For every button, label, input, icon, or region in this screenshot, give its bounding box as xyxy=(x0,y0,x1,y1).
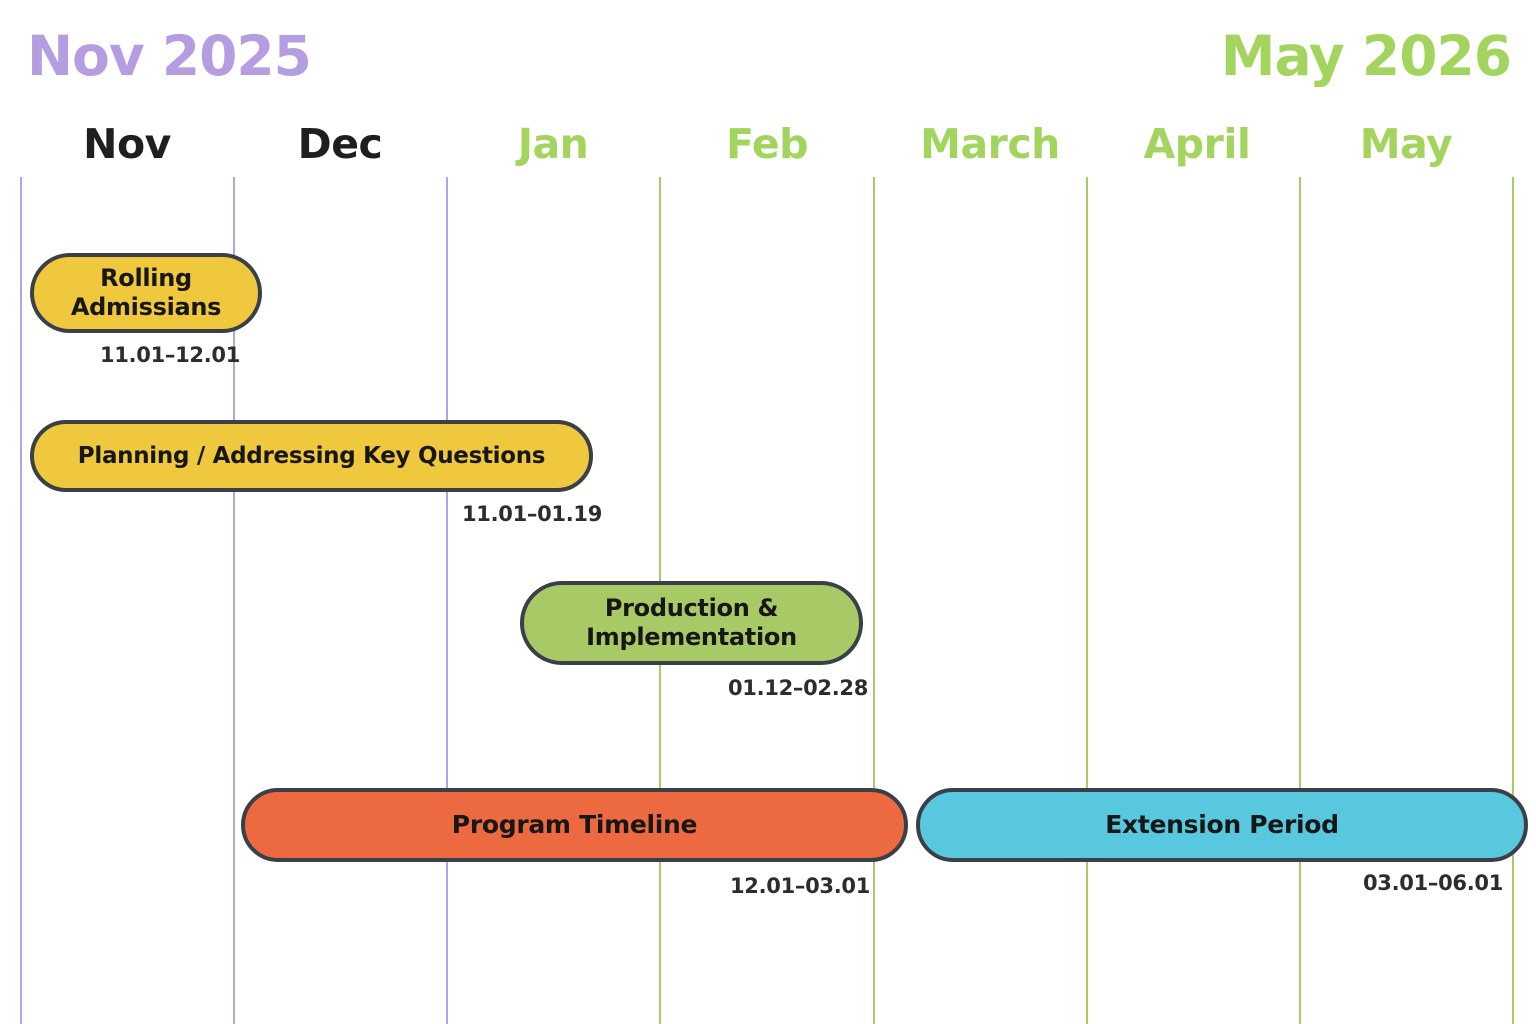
month-label-march: March xyxy=(920,120,1060,168)
task-bar-production-implementation: Production & Implementation xyxy=(520,581,863,665)
task-bar-planning: Planning / Addressing Key Questions xyxy=(30,420,593,492)
gridline-jan xyxy=(446,177,448,1024)
task-bar-rolling-admissions: Rolling Admissians xyxy=(30,253,262,333)
task-dates-extension-period: 03.01–06.01 xyxy=(1362,871,1504,895)
month-label-jan: Jan xyxy=(517,120,589,168)
task-dates-planning: 11.01–01.19 xyxy=(461,502,603,526)
gridline-dec xyxy=(233,177,235,1024)
gridline-end xyxy=(1512,177,1514,1024)
gridline-april xyxy=(1086,177,1088,1024)
task-bar-label: Rolling Admissians xyxy=(70,263,222,321)
month-label-feb: Feb xyxy=(725,120,809,168)
end-month-title: May 2026 xyxy=(1220,24,1512,88)
task-dates-production-implementation: 01.12–02.28 xyxy=(727,676,869,700)
task-bar-label: Program Timeline xyxy=(451,809,698,839)
gridline-may xyxy=(1299,177,1301,1024)
gridline-march xyxy=(873,177,875,1024)
month-label-april: April xyxy=(1143,120,1251,168)
start-month-title: Nov 2025 xyxy=(27,24,312,88)
task-dates-program-timeline: 12.01–03.01 xyxy=(729,874,871,898)
month-label-dec: Dec xyxy=(297,120,383,168)
task-dates-rolling-admissions: 11.01–12.01 xyxy=(99,343,241,367)
task-bar-extension-period: Extension Period xyxy=(916,788,1528,862)
task-bar-label: Planning / Addressing Key Questions xyxy=(77,442,546,469)
task-bar-label: Production & Implementation xyxy=(586,593,797,651)
month-label-may: May xyxy=(1359,120,1453,168)
task-bar-label: Extension Period xyxy=(1105,809,1339,839)
month-label-nov: Nov xyxy=(83,120,171,168)
gridline-nov xyxy=(20,177,22,1024)
task-bar-program-timeline: Program Timeline xyxy=(241,788,908,862)
